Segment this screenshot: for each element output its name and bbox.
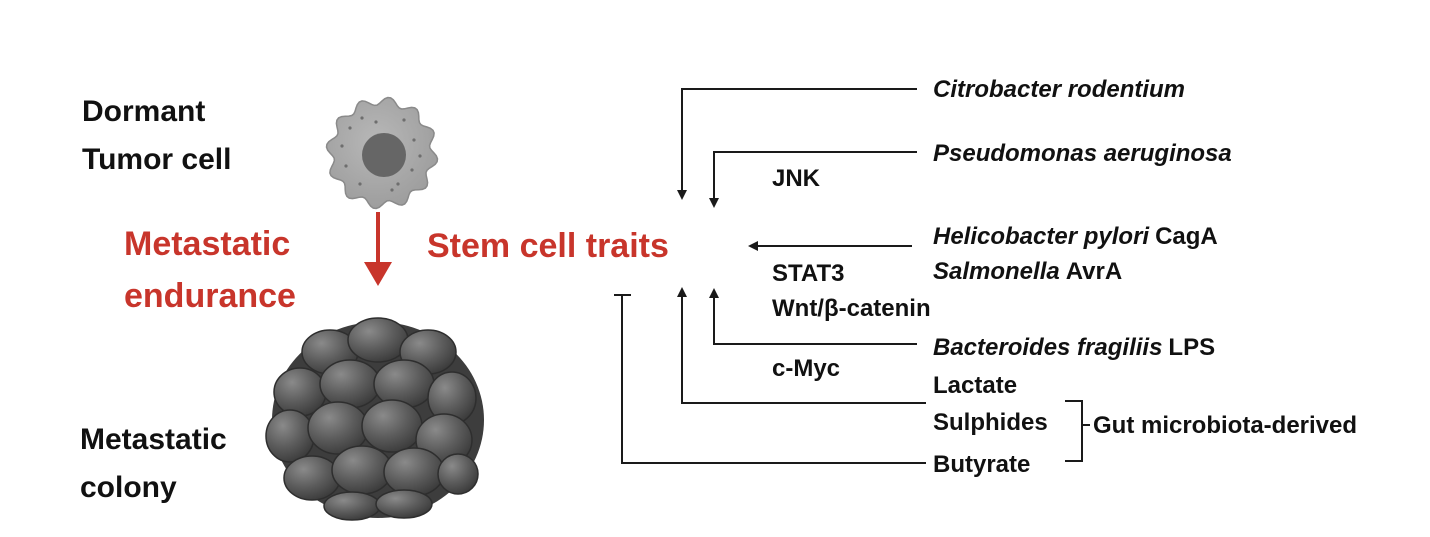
dormant-tumor-cell-icon (325, 96, 439, 210)
source-butyrate: Butyrate (933, 451, 1030, 478)
bacteroides-connector (709, 288, 917, 345)
pathway-stat3: STAT3 (772, 260, 844, 287)
pathway-jnk: JNK (772, 165, 821, 192)
source-pseudomonas: Pseudomonas aeruginosa (933, 140, 1232, 167)
metastatic-colony-icon (265, 317, 484, 521)
source-citrobacter: Citrobacter rodentium (933, 76, 1185, 103)
metastatic-endurance-label: Metastatic endurance (124, 218, 296, 322)
lactate-connector (677, 287, 926, 404)
butyrate-inhibition-connector (621, 295, 926, 464)
pathway-wnt: Wnt/β-catenin (772, 295, 931, 322)
microbiota-bracket (1065, 400, 1083, 462)
citrobacter-connector (677, 88, 917, 200)
dormant-line-2: Tumor cell (82, 143, 232, 176)
source-sulphides: Sulphides (933, 409, 1048, 436)
pseudomonas-connector (709, 151, 917, 208)
source-lactate: Lactate (933, 372, 1017, 399)
metastatic-colony-label: Metastatic colony (80, 416, 227, 512)
endurance-line-2: endurance (124, 277, 296, 315)
dormant-line-1: Dormant (82, 95, 206, 128)
pathway-cmyc: c-Myc (772, 355, 840, 382)
colony-line-1: Metastatic (80, 423, 227, 456)
connector-lines (614, 88, 1090, 464)
dormant-tumor-cell-label: Dormant Tumor cell (82, 88, 231, 184)
group-label-gut-microbiota: Gut microbiota-derived (1093, 412, 1357, 439)
colony-line-2: colony (80, 471, 177, 504)
stem-cell-traits-label: Stem cell traits (427, 227, 669, 265)
nucleus-icon (362, 133, 406, 177)
endurance-line-1: Metastatic (124, 225, 291, 263)
red-down-arrow (364, 212, 392, 286)
